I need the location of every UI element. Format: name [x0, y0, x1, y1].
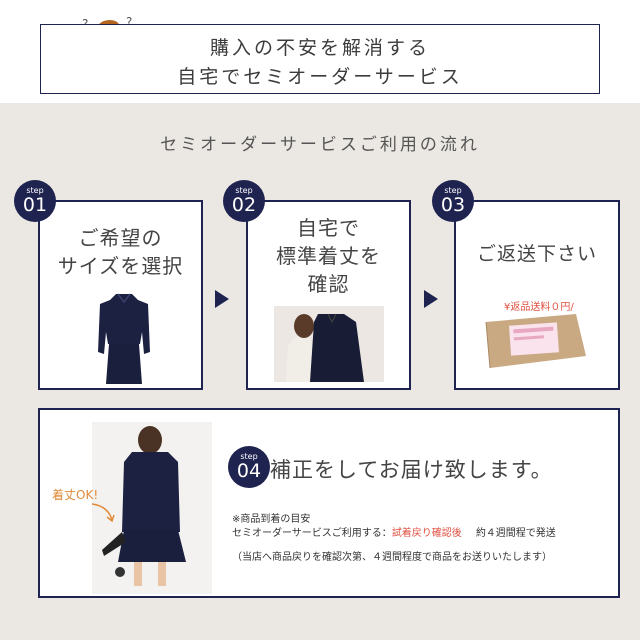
top-banner: ? ? 購入の不安を解消する 自宅でセミオーダーサービス — [0, 0, 640, 103]
header-line-2: 自宅でセミオーダーサービス — [177, 66, 463, 88]
step-02-card: 自宅で 標準着丈を 確認 — [246, 200, 411, 390]
step-03-badge-number: 03 — [440, 194, 466, 216]
step-04-side-label: 着丈OK! — [52, 488, 99, 502]
step-02-badge-number: 02 — [231, 194, 257, 216]
arrow-right-icon — [215, 290, 229, 308]
step-01-line1: ご希望の — [78, 226, 163, 250]
step-02-line2: 標準着丈を — [276, 244, 381, 268]
section-title: セミオーダーサービスご利用の流れ — [160, 135, 480, 155]
navy-suit-image — [98, 293, 150, 384]
step-02-line3: 確認 — [307, 272, 350, 296]
svg-text:?: ? — [126, 15, 132, 29]
step-04-note-suffix: 約４週間程で発送 — [475, 528, 556, 539]
step-03-line1: ご返送下さい — [476, 243, 597, 265]
step-04-note-prefix: セミオーダーサービスご利用する： — [232, 528, 392, 539]
step-01-badge: step 01 — [14, 180, 56, 222]
curved-arrow-icon — [91, 503, 115, 523]
return-package-image — [485, 314, 586, 369]
step-03-note: ¥返品送料０円/ — [504, 302, 574, 313]
seated-woman-photo-image — [92, 422, 212, 594]
step-01-card: ご希望の サイズを選択 — [38, 200, 203, 390]
step-04-line1: 補正をしてお届け致します。 — [270, 458, 553, 482]
arrow-right-icon — [424, 290, 438, 308]
header-box: 購入の不安を解消する 自宅でセミオーダーサービス — [40, 24, 600, 94]
step-04-note-title: ※商品到着の目安 — [232, 514, 311, 525]
step-04-note-paren: （当店へ商品戻りを確認次第、４週間程度で商品をお送りいたします） — [232, 552, 552, 563]
step-04-badge-label: step — [240, 452, 258, 461]
step-04-note-red: 試着戻り確認後 — [391, 528, 462, 539]
step-03-badge: step 03 — [432, 180, 474, 222]
fitting-photo-image — [274, 306, 384, 382]
step-03-card: ご返送下さい ¥返品送料０円/ — [454, 200, 620, 390]
step-02-line1: 自宅で — [297, 216, 360, 240]
step-01-badge-number: 01 — [22, 194, 48, 216]
step-04-card: 着丈OK! 補正をしてお届け致します。 ※商品到着の目安 セミオーダーサービスご… — [38, 408, 620, 598]
step-04-badge-number: 04 — [236, 460, 262, 482]
step-01-badge-label: step — [26, 186, 44, 195]
step-04-note-row: セミオーダーサービスご利用する：試着戻り確認後 約４週間程で発送 — [232, 524, 556, 539]
step-01-line2: サイズを選択 — [57, 254, 184, 278]
step-02-badge: step 02 — [223, 180, 265, 222]
step-04-badge: step 04 — [228, 446, 270, 488]
header-line-1: 購入の不安を解消する — [209, 37, 430, 59]
step-02-badge-label: step — [235, 186, 253, 195]
step-03-badge-label: step — [444, 186, 462, 195]
